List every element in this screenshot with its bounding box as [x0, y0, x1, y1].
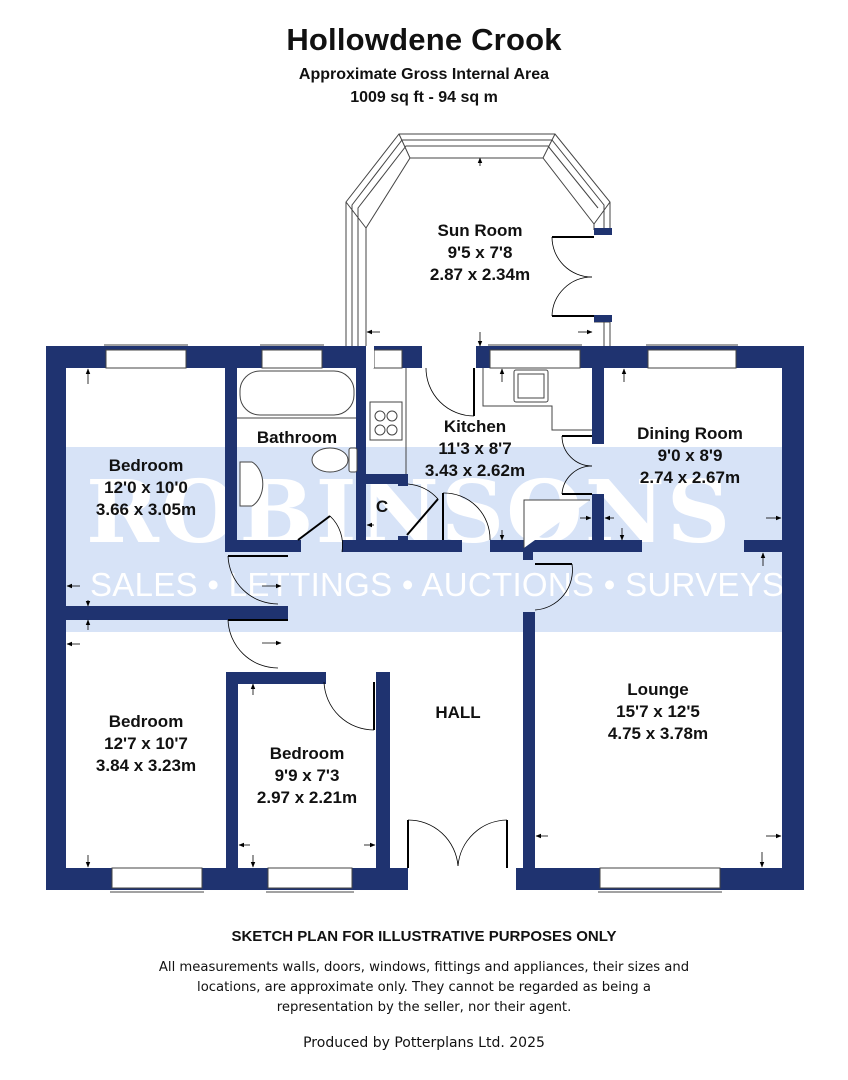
room-bedroom-3: Bedroom 9'9 x 7'3 2.97 x 2.21m: [238, 743, 376, 809]
sun-room-frame: [345, 133, 611, 356]
area-subtitle: Approximate Gross Internal Area: [298, 66, 550, 83]
room-sun-room: Sun Room 9'5 x 7'8 2.87 x 2.34m: [400, 220, 560, 286]
room-name: Bathroom: [256, 428, 338, 447]
room-name: Kitchen: [443, 417, 507, 436]
producer-credit: Produced by Potterplans Ltd. 2025: [303, 1035, 545, 1051]
room-bedroom-2: Bedroom 12'7 x 10'7 3.84 x 3.23m: [66, 711, 226, 777]
watermark-band: [66, 447, 782, 632]
room-metric: 3.66 x 3.05m: [95, 500, 197, 519]
bathroom-fittings: [237, 370, 358, 507]
room-bathroom: Bathroom: [238, 427, 356, 449]
plan-title: Hollowdene Crook: [286, 22, 562, 57]
room-imperial: 9'9 x 7'3: [274, 766, 340, 785]
disclaimer-text: All measurements walls, doors, windows, …: [158, 960, 690, 1015]
room-name: Bedroom: [108, 712, 184, 731]
room-name: HALL: [435, 703, 481, 722]
room-metric: 3.43 x 2.62m: [424, 461, 526, 480]
room-metric: 2.97 x 2.21m: [256, 788, 358, 807]
room-cupboard: C: [366, 496, 398, 518]
room-kitchen: Kitchen 11'3 x 8'7 3.43 x 2.62m: [400, 416, 550, 482]
room-name: Lounge: [627, 680, 689, 699]
sketch-plan-notice: SKETCH PLAN FOR ILLUSTRATIVE PURPOSES ON…: [231, 928, 617, 945]
room-name: Sun Room: [437, 221, 523, 240]
room-name: Dining Room: [637, 424, 743, 443]
gross-area: 1009 sq ft - 94 sq m: [350, 89, 498, 106]
room-imperial: 11'3 x 8'7: [438, 439, 512, 458]
dimension-arrows: [66, 157, 782, 868]
room-dining-room: Dining Room 9'0 x 8'9 2.74 x 2.67m: [610, 423, 770, 489]
room-metric: 2.74 x 2.67m: [639, 468, 741, 487]
room-name: Bedroom: [108, 456, 184, 475]
room-metric: 4.75 x 3.78m: [607, 724, 709, 743]
room-imperial: 12'7 x 10'7: [104, 734, 188, 753]
room-metric: 3.84 x 3.23m: [95, 756, 197, 775]
room-imperial: 15'7 x 12'5: [616, 702, 700, 721]
room-imperial: 12'0 x 10'0: [104, 478, 188, 497]
room-bedroom-1: Bedroom 12'0 x 10'0 3.66 x 3.05m: [66, 455, 226, 521]
room-name: Bedroom: [269, 744, 345, 763]
room-hall: HALL: [406, 702, 510, 724]
room-imperial: 9'0 x 8'9: [657, 446, 723, 465]
watermark-tagline: SALES • LETTINGS • AUCTIONS • SURVEYS: [90, 566, 785, 603]
windows: [105, 349, 737, 889]
room-lounge: Lounge 15'7 x 12'5 4.75 x 3.78m: [578, 679, 738, 745]
room-imperial: 9'5 x 7'8: [447, 243, 513, 262]
doors: [227, 367, 593, 868]
kitchen-fittings: [369, 368, 592, 548]
room-name: C: [375, 497, 389, 516]
room-metric: 2.87 x 2.34m: [429, 265, 531, 284]
